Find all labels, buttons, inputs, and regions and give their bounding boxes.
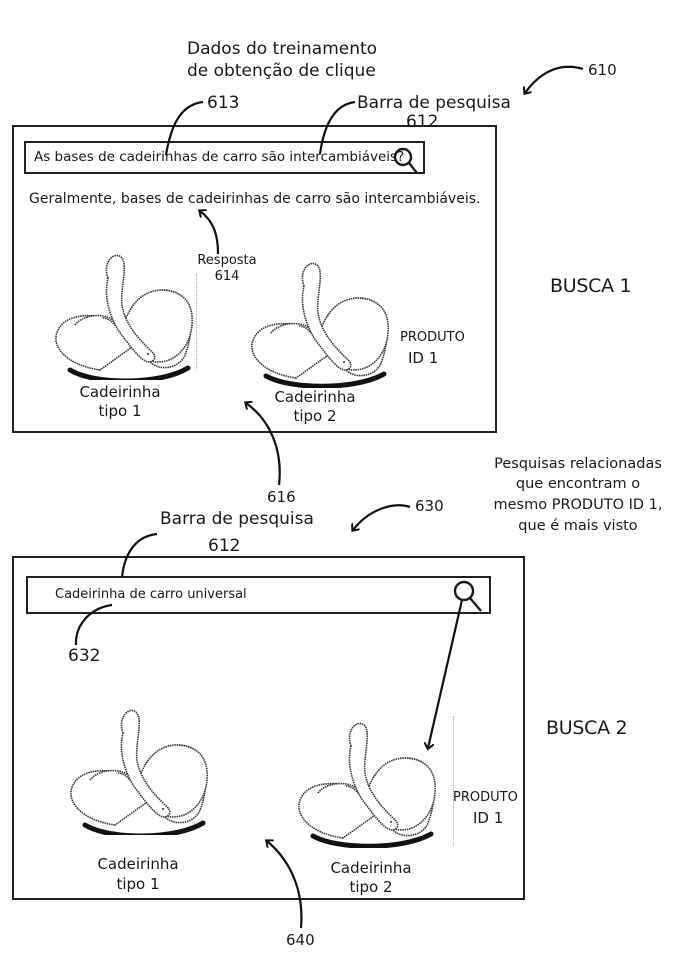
product-id-label-2-line-1: PRODUTO: [453, 790, 518, 805]
car-seat-image-type-1[interactable]: [40, 250, 210, 380]
ref-616: 616: [267, 488, 296, 506]
search-icon[interactable]: [390, 145, 422, 175]
search-bar-label-2: Barra de pesquisa: [160, 509, 314, 529]
car-seat-image-type-2[interactable]: [236, 258, 406, 388]
diagram-title-line-1: Dados do treinamento: [187, 39, 378, 59]
search-input-1[interactable]: As bases de cadeirinhas de carro são int…: [24, 141, 425, 174]
ref-613: 613: [207, 93, 240, 113]
search-query-2: Cadeirinha de carro universal: [55, 587, 247, 602]
ref-632: 632: [68, 646, 101, 666]
search-bar-label-1: Barra de pesquisa: [357, 93, 511, 113]
related-note-line-2: que encontram o: [515, 476, 641, 492]
divider: [196, 274, 197, 370]
ref-612-bottom: 612: [208, 536, 241, 556]
product-id-label-1-line-2: ID 1: [408, 349, 439, 367]
product-1-name-line-2: tipo 1: [98, 402, 142, 420]
related-note-line-3: mesmo PRODUTO ID 1,: [493, 497, 663, 513]
ref-630: 630: [415, 497, 444, 515]
product-1-name-line-1: Cadeirinha: [79, 383, 161, 401]
product-1-name-line-1: Cadeirinha: [97, 855, 179, 873]
product-id-label-1-line-1: PRODUTO: [400, 330, 465, 345]
related-note-line-1: Pesquisas relacionadas: [494, 456, 662, 472]
product-2-name-line-1: Cadeirinha: [274, 388, 356, 406]
search-icon[interactable]: [448, 578, 492, 614]
car-seat-image-type-1[interactable]: [55, 705, 225, 835]
section-label-busca-1: BUSCA 1: [550, 275, 632, 297]
product-2-name-line-2: tipo 2: [349, 878, 393, 896]
product-2-name-line-2: tipo 2: [293, 407, 337, 425]
answer-label: Resposta: [197, 253, 257, 268]
ref-610: 610: [588, 61, 617, 79]
ref-614: 614: [214, 269, 240, 284]
product-id-label-2-line-2: ID 1: [473, 809, 504, 827]
product-2-name-line-1: Cadeirinha: [330, 859, 412, 877]
ref-640: 640: [286, 931, 315, 949]
search-input-2[interactable]: Cadeirinha de carro universal: [26, 576, 491, 614]
ref-612-top: 612: [406, 112, 439, 132]
product-1-name-line-2: tipo 1: [116, 875, 160, 893]
search-results-frame-1: [12, 125, 497, 433]
arrow-630: [353, 504, 411, 530]
divider: [453, 716, 454, 846]
search-query-1: As bases de cadeirinhas de carro são int…: [34, 149, 405, 165]
answer-text: Geralmente, bases de cadeirinhas de carr…: [29, 191, 481, 207]
section-label-busca-2: BUSCA 2: [546, 717, 628, 739]
related-note-line-4: que é mais visto: [518, 518, 638, 534]
arrow-610: [525, 65, 584, 93]
diagram-title-line-2: de obtenção de clique: [187, 61, 376, 81]
car-seat-image-type-2[interactable]: [283, 718, 453, 848]
